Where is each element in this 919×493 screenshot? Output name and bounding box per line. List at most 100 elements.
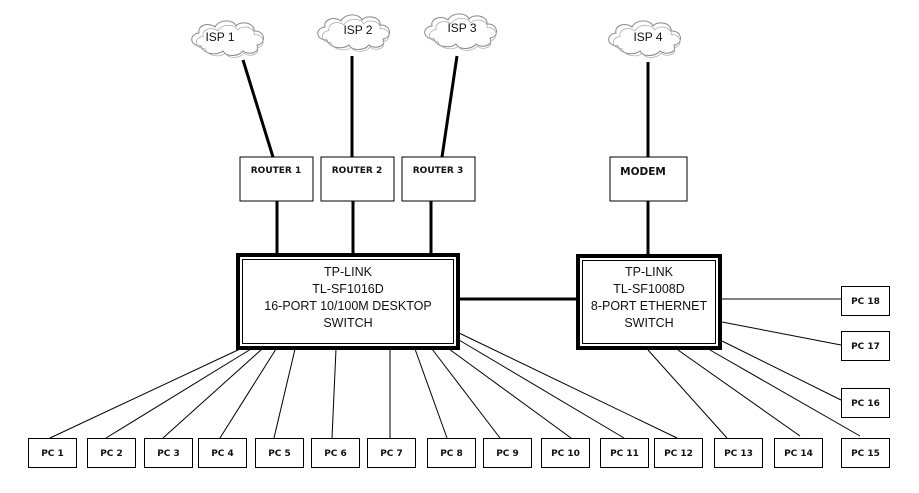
pc-label: PC 4 <box>211 449 234 459</box>
pc-label: PC 8 <box>440 449 463 459</box>
pc-label: PC 3 <box>157 449 180 459</box>
link-switch16-pc9 <box>431 348 501 439</box>
pc-box <box>483 438 532 468</box>
link-switch16-pc6 <box>331 348 337 439</box>
switch-type: SWITCH <box>624 316 673 330</box>
pc-box <box>654 438 703 468</box>
pc-box <box>841 388 890 418</box>
pc-box <box>28 438 77 468</box>
link-switch16-pc5 <box>273 348 296 439</box>
link-switch16-pc4 <box>219 348 277 439</box>
router-1[interactable]: ROUTER 1 <box>239 156 314 202</box>
pc-label: PC 2 <box>100 449 123 459</box>
link-switch8-pc16 <box>721 340 842 401</box>
pc-box <box>144 438 193 468</box>
pc-node-13[interactable]: PC 13 <box>714 438 763 468</box>
pc-label: PC 1 <box>41 449 64 459</box>
isp-label: ISP 1 <box>205 30 234 44</box>
pc-label: PC 5 <box>268 449 291 459</box>
pc-node-3[interactable]: PC 3 <box>144 438 193 468</box>
isp-label: ISP 2 <box>343 23 372 37</box>
pc-box <box>600 438 649 468</box>
isp-cloud-2[interactable]: ISP 2 <box>317 14 390 52</box>
link-isp1-router1 <box>241 59 275 158</box>
link-switch8-pc15 <box>709 349 861 437</box>
pc-node-14[interactable]: PC 14 <box>774 438 823 468</box>
pc-box <box>841 331 890 361</box>
link-switch16-pc11 <box>458 339 625 439</box>
pc-label: PC 12 <box>664 449 693 459</box>
pc-node-15[interactable]: PC 15 <box>841 438 890 468</box>
modem-label: MODEM <box>620 166 666 178</box>
pc-boxes: PC 1 PC 2 PC 3 PC 4 PC 5 PC 6 PC 7 PC 8 PC 9 PC 1… <box>28 286 890 468</box>
pc-label: PC 10 <box>551 449 580 459</box>
pc-label: PC 13 <box>724 449 753 459</box>
link-switch16-pc10 <box>448 348 572 439</box>
link-switch16-pc1 <box>49 348 241 439</box>
pc-box <box>87 438 136 468</box>
pc-box <box>198 438 247 468</box>
pc-node-12[interactable]: PC 12 <box>654 438 703 468</box>
pc-box <box>255 438 304 468</box>
router-switch-links <box>275 201 650 301</box>
pc-label: PC 18 <box>851 297 880 307</box>
switch-brand: TP-LINK <box>324 265 373 279</box>
pc-box <box>841 438 890 468</box>
router-2[interactable]: ROUTER 2 <box>320 156 395 202</box>
pc-node-10[interactable]: PC 10 <box>541 438 590 468</box>
pc-links <box>49 298 861 439</box>
pc-node-7[interactable]: PC 7 <box>367 438 416 468</box>
pc-node-9[interactable]: PC 9 <box>483 438 532 468</box>
link-switch16-pc8 <box>414 348 448 439</box>
pc-node-16[interactable]: PC 16 <box>841 388 890 418</box>
pc-node-11[interactable]: PC 11 <box>600 438 649 468</box>
switch-description: 8-PORT ETHERNET <box>591 299 708 313</box>
router-label: ROUTER 2 <box>332 166 383 176</box>
pc-node-6[interactable]: PC 6 <box>311 438 360 468</box>
pc-node-8[interactable]: PC 8 <box>427 438 476 468</box>
router-label: ROUTER 1 <box>251 166 302 176</box>
switch-description: 16-PORT 10/100M DESKTOP <box>264 299 431 313</box>
switch-tl-sf1016d[interactable]: TP-LINK TL-SF1016D 16-PORT 10/100M DESKT… <box>236 253 460 350</box>
link-switch16-pc12 <box>458 332 678 439</box>
switch-brand: TP-LINK <box>625 265 674 279</box>
pc-label: PC 15 <box>851 449 880 459</box>
link-switch16-pc3 <box>162 348 263 439</box>
pc-box <box>841 286 890 316</box>
router-3[interactable]: ROUTER 3 <box>401 156 476 202</box>
pc-label: PC 7 <box>380 449 403 459</box>
pc-node-2[interactable]: PC 2 <box>87 438 136 468</box>
router-label: ROUTER 3 <box>413 166 464 176</box>
pc-label: PC 17 <box>851 342 880 352</box>
pc-box <box>541 438 590 468</box>
switch-tl-sf1008d[interactable]: TP-LINK TL-SF1008D 8-PORT ETHERNET SWITC… <box>576 254 722 350</box>
pc-box <box>427 438 476 468</box>
link-switch8-pc14 <box>677 349 801 437</box>
pc-label: PC 9 <box>496 449 519 459</box>
pc-node-17[interactable]: PC 17 <box>841 331 890 361</box>
isp-cloud-3[interactable]: ISP 3 <box>424 13 497 51</box>
isp-label: ISP 4 <box>633 30 662 44</box>
isp-label: ISP 3 <box>447 21 476 35</box>
pc-label: PC 11 <box>610 449 639 459</box>
link-switch8-pc13 <box>647 349 728 439</box>
switch-type: SWITCH <box>323 316 372 330</box>
pc-node-4[interactable]: PC 4 <box>198 438 247 468</box>
pc-node-5[interactable]: PC 5 <box>255 438 304 468</box>
isp-links <box>241 55 650 158</box>
isp-cloud-1[interactable]: ISP 1 <box>191 20 264 58</box>
switch-model: TL-SF1016D <box>312 282 384 296</box>
pc-box <box>774 438 823 468</box>
link-switch8-pc17 <box>721 321 842 346</box>
pc-box <box>714 438 763 468</box>
pc-node-18[interactable]: PC 18 <box>841 286 890 316</box>
modem[interactable]: MODEM <box>609 156 688 202</box>
pc-node-1[interactable]: PC 1 <box>28 438 77 468</box>
link-switch16-pc2 <box>105 348 252 439</box>
pc-label: PC 6 <box>324 449 347 459</box>
pc-label: PC 16 <box>851 399 880 409</box>
link-isp3-router3 <box>440 55 459 158</box>
isp-cloud-4[interactable]: ISP 4 <box>608 20 681 58</box>
pc-label: PC 14 <box>784 449 813 459</box>
